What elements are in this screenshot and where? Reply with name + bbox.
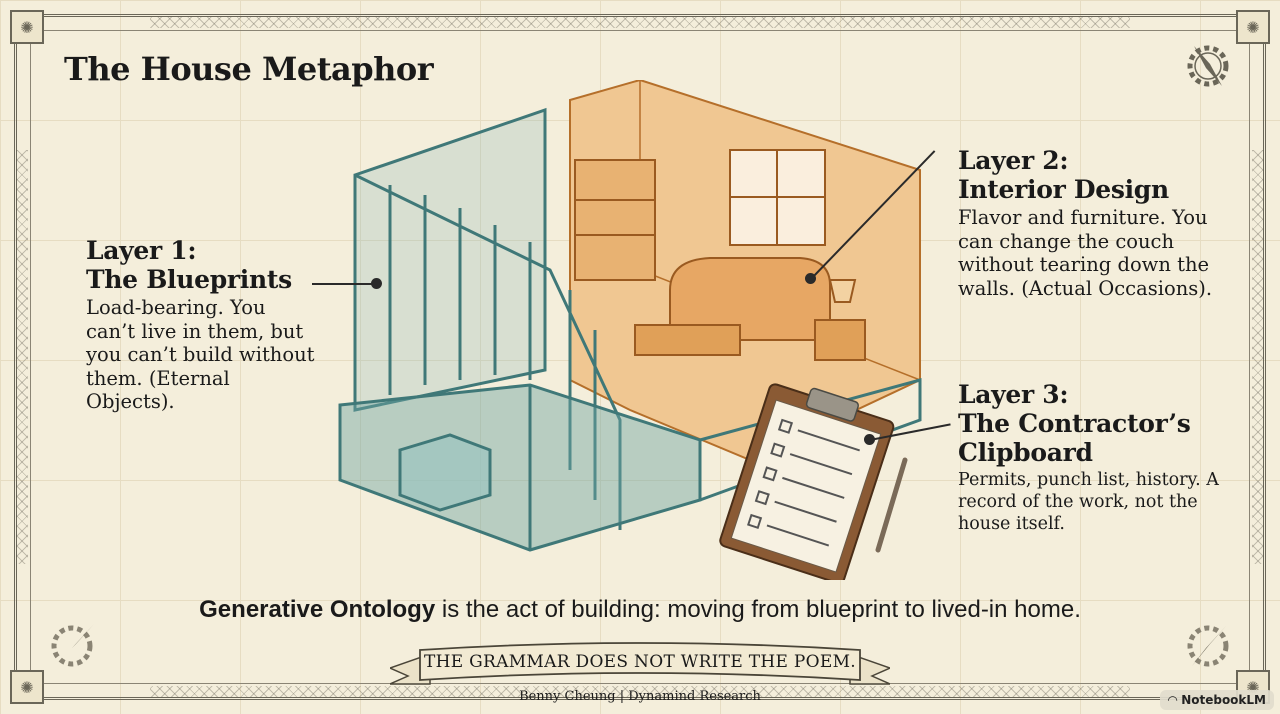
corner-ornament-icon: ✺ [1236,10,1270,44]
gear-compass-icon [51,624,94,668]
ribbon-quote: THE GRAMMAR DOES NOT WRITE THE POEM. [423,652,857,672]
layer2-pointer-dot [805,273,816,284]
layer-1-heading: Layer 1: The Blueprints [86,236,292,294]
gear-compass-icon [1187,45,1229,87]
layer-1-callout: Layer 1: The Blueprints Load-bearing. Yo… [86,236,316,414]
frame-braid-left [16,150,28,564]
corner-ornament-icon: ✺ [10,10,44,44]
layer1-leader-line [312,283,376,285]
author-credit: Benny Cheung | Dynamind Research [519,689,761,704]
frame-braid-top [150,16,1130,28]
layer-3-heading: Layer 3: The Contractor’s Clipboard [958,380,1191,467]
layer-3-callout: Layer 3: The Contractor’s Clipboard Perm… [958,380,1238,535]
frame-braid-bottom [150,686,1130,698]
tagline: Generative Ontology is the act of buildi… [0,596,1280,624]
frame-braid-right [1252,150,1264,564]
house-illustration [338,80,922,580]
pen-illustration [875,457,908,553]
layer-2-callout: Layer 2: Interior Design Flavor and furn… [958,146,1218,300]
gear-compass-icon [1187,625,1229,667]
tagline-emphasis: Generative Ontology [199,596,436,623]
interior-room-illustration [569,80,921,462]
layer1-pointer-dot [371,278,382,289]
layer3-pointer-dot [864,434,875,445]
layer-3-description: Permits, punch list, history. A record o… [958,470,1219,534]
inner-frame-line [30,30,1250,684]
ribbon-banner [390,642,890,685]
layer-1-description: Load-bearing. You can’t live in them, bu… [86,296,315,413]
notebooklm-logo-icon: ◠ [1167,693,1178,707]
ornamental-frame [14,14,1266,700]
blueprint-framing-illustration [338,107,922,552]
page-title: The House Metaphor [64,50,434,88]
clipboard-illustration [719,383,895,580]
layer-2-heading: Layer 2: Interior Design [958,146,1169,204]
corner-ornament-icon: ✺ [10,670,44,704]
layer-2-description: Flavor and furniture. You can change the… [958,206,1213,300]
tagline-rest: is the act of building: moving from blue… [435,596,1081,623]
notebooklm-watermark: ◠ NotebookLM [1159,690,1274,710]
